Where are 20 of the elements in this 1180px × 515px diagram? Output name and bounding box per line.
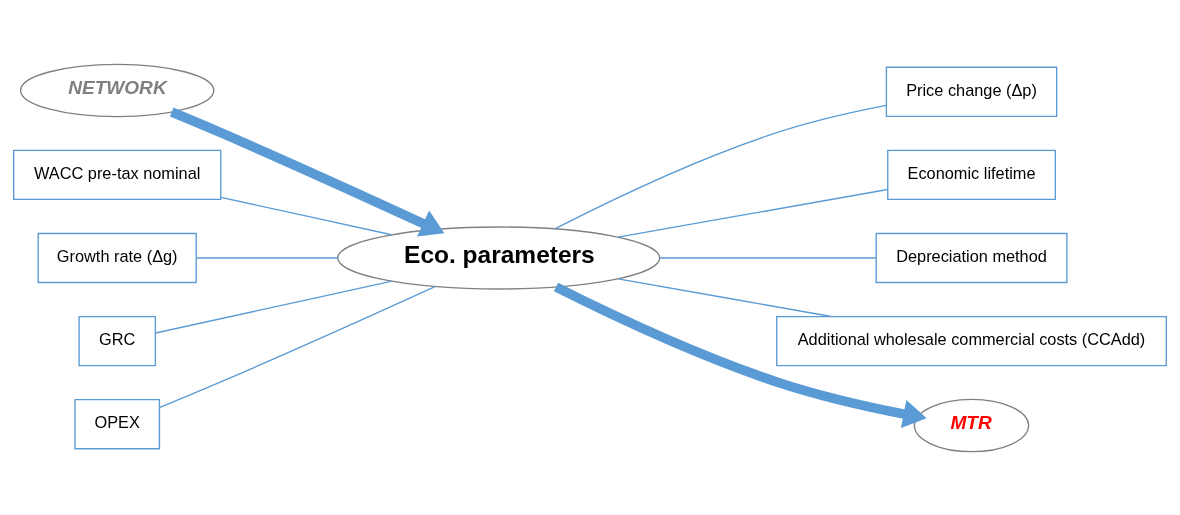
connector [220, 196, 393, 235]
connector [195, 256, 339, 259]
node-box: GRC [78, 315, 157, 366]
node-box: OPEX [74, 398, 161, 449]
node-ellipse: NETWORK [19, 63, 215, 117]
node-box: Depreciation method [875, 232, 1068, 283]
connector [158, 285, 436, 408]
connector [617, 277, 832, 317]
arrow [553, 282, 927, 428]
node-ellipse: Eco. parameters [337, 225, 661, 290]
node-box: WACC pre-tax nominal [13, 149, 222, 200]
connector [554, 104, 887, 230]
connector [617, 188, 889, 238]
node-box: Additional wholesale commercial costs (CCAdd) [776, 315, 1167, 366]
node-box: Price change (Δp) [885, 66, 1058, 117]
connector [154, 279, 393, 334]
node-box: Economic lifetime [887, 149, 1056, 200]
node-ellipse: MTR [913, 398, 1030, 452]
node-box: Growth rate (Δg) [37, 232, 197, 283]
connector [659, 256, 877, 259]
